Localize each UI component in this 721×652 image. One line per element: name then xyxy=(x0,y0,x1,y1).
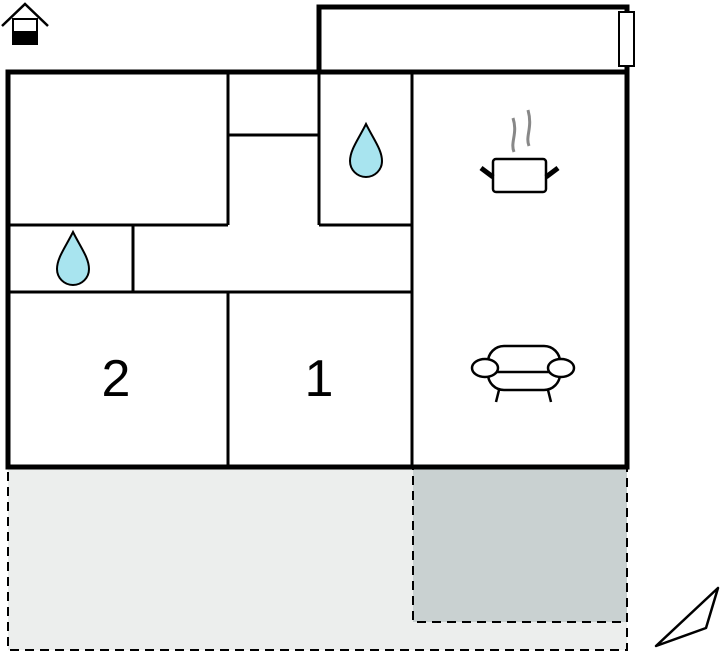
compass-north-icon xyxy=(654,586,720,648)
room-1-label: 1 xyxy=(305,350,334,408)
water-drop-icon xyxy=(55,229,91,286)
sofa-icon xyxy=(470,344,576,403)
cooking-pot-icon xyxy=(479,109,560,194)
room-2-label: 2 xyxy=(102,350,131,408)
house-icon xyxy=(1,2,49,45)
top-extension xyxy=(316,4,630,75)
covered-terrace xyxy=(412,466,628,623)
water-drop-icon xyxy=(348,121,384,178)
window xyxy=(618,11,635,67)
interior-walls xyxy=(8,72,414,467)
